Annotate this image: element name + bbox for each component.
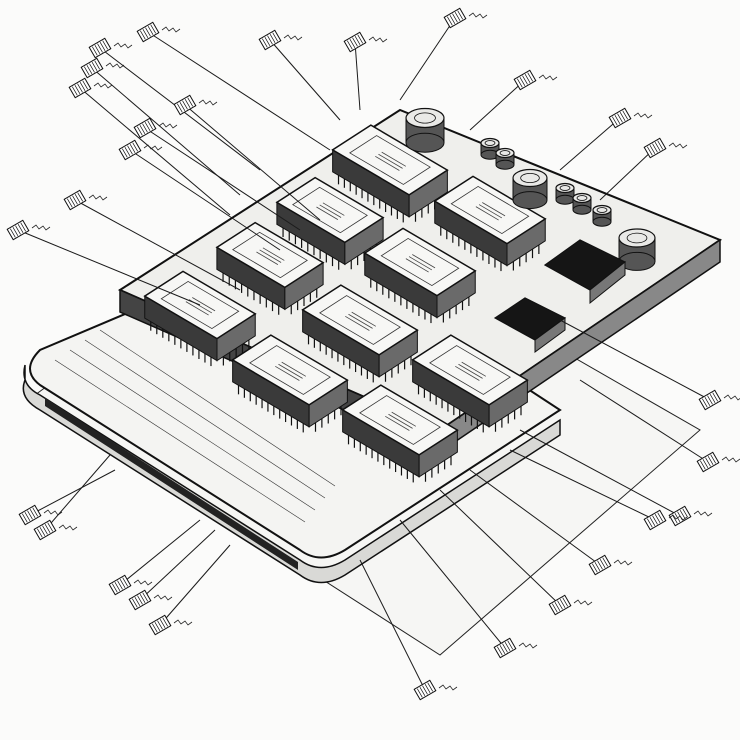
callout-tag-1	[136, 21, 181, 43]
callout-tag-10	[643, 137, 688, 159]
leader-line-7	[399, 17, 456, 101]
callout-tags	[6, 7, 740, 701]
leader-line-14	[509, 449, 656, 521]
chip-7	[301, 284, 419, 383]
capacitor-3	[618, 228, 656, 271]
leader-line-28	[144, 127, 301, 231]
leader-line-13	[519, 429, 681, 517]
callout-tag-8	[513, 69, 558, 91]
callout-tag-21	[108, 574, 153, 596]
capacitor-6	[555, 182, 575, 205]
leader-line-10	[599, 147, 656, 201]
callout-tag-27	[173, 94, 218, 116]
callout-tag-13	[668, 505, 713, 527]
leader-line-6	[354, 41, 361, 111]
callout-tag-16	[548, 594, 593, 616]
chip-8	[411, 334, 529, 433]
callout-tag-7	[443, 7, 488, 29]
leader-line-5	[269, 39, 341, 121]
leader-line-20	[44, 454, 111, 531]
leader-line-22	[139, 529, 216, 601]
chip-5	[363, 227, 477, 324]
callout-tag-20	[33, 519, 78, 541]
callout-tag-3	[80, 57, 125, 79]
callout-tag-18	[413, 679, 458, 701]
callout-tag-14	[643, 509, 688, 531]
callout-tag-28	[133, 117, 178, 139]
chip-2	[275, 176, 385, 270]
leader-line-21	[119, 519, 201, 586]
callout-tag-25	[63, 189, 108, 211]
callout-tag-17	[493, 637, 538, 659]
callout-leaders	[17, 17, 711, 691]
callout-tag-24	[6, 219, 51, 241]
leader-line-24	[17, 229, 201, 306]
chip-1	[331, 124, 449, 223]
capacitor-2	[512, 168, 548, 210]
capacitor-5	[495, 147, 515, 170]
leader-line-12	[579, 379, 709, 463]
callout-tag-11	[698, 389, 740, 411]
leader-line-25	[74, 199, 241, 291]
leader-line-17	[399, 519, 506, 649]
leader-line-23	[159, 544, 231, 626]
leader-line-9	[559, 117, 621, 171]
callout-tag-2	[88, 37, 133, 59]
dark-modules	[493, 239, 627, 353]
capacitor-7	[572, 192, 592, 215]
chip-array	[143, 124, 547, 483]
chip-4	[215, 221, 325, 315]
leader-line-15	[469, 469, 601, 566]
callout-tag-6	[343, 31, 388, 53]
leader-line-1	[147, 31, 331, 151]
callout-tag-26	[118, 139, 163, 161]
leader-line-19	[29, 469, 116, 516]
chip-9	[231, 334, 349, 433]
callout-tag-23	[148, 614, 193, 636]
capacitor-8	[592, 204, 612, 227]
capacitor-1	[405, 107, 445, 153]
chip-10	[341, 384, 459, 483]
leader-line-11	[559, 319, 711, 401]
leader-line-4	[79, 87, 231, 216]
callout-tag-15	[588, 554, 633, 576]
leader-line-8	[469, 79, 526, 131]
capacitor-4	[480, 137, 500, 160]
callout-tag-22	[128, 589, 173, 611]
callout-tag-5	[258, 29, 303, 51]
leader-line-18	[359, 559, 426, 691]
chip-3	[433, 175, 547, 272]
leader-line-26	[129, 149, 281, 251]
capacitor-row	[405, 107, 656, 271]
callout-tag-19	[18, 504, 63, 526]
leader-line-27	[184, 104, 321, 221]
callout-tag-4	[68, 77, 113, 99]
callout-tag-12	[696, 451, 740, 473]
callout-tag-9	[608, 107, 653, 129]
leader-line-16	[439, 489, 561, 606]
